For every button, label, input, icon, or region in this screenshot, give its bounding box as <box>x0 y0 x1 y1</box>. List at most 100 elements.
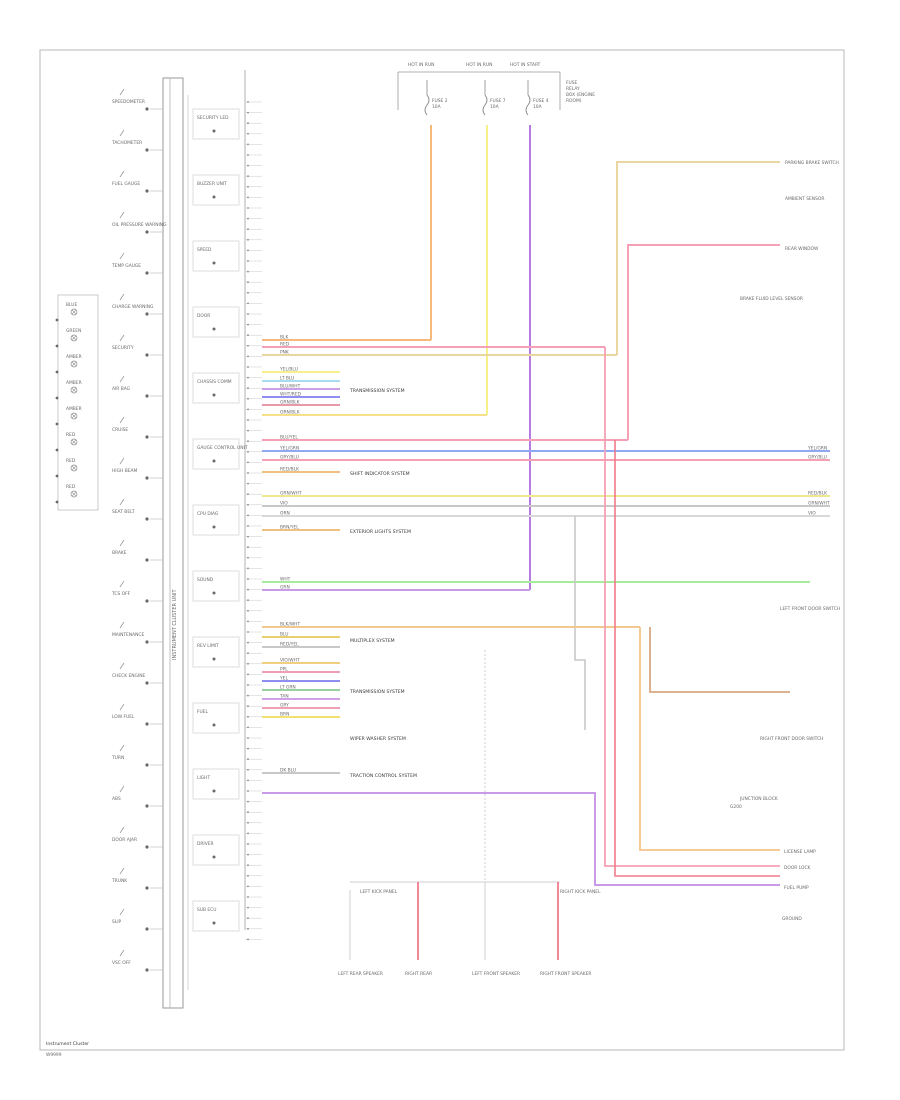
cluster-module: CPU DIAG <box>192 504 240 536</box>
wire-end-label: YEL/GRN <box>807 446 827 452</box>
wire-color-label: RED <box>280 342 290 348</box>
right-comp-1: PARKING BRAKE SWITCH <box>785 160 839 166</box>
svg-text:FUSE 7: FUSE 7 <box>490 98 506 104</box>
wire-color-label: BLK/WHT <box>280 622 300 628</box>
fuse-header-1: HOT IN RUN <box>408 62 434 68</box>
wire-color-label: YEL/BLU <box>279 367 298 373</box>
system-label-1: TRANSMISSION SYSTEM <box>349 388 405 394</box>
cluster-item-label: BRAKE <box>112 550 127 556</box>
cluster-item-label: SECURITY <box>112 345 134 351</box>
bulb-label: AMBER <box>66 406 82 412</box>
fuse-symbol-2: FUSE 7 10A <box>482 80 506 116</box>
wire-pink-right <box>604 347 780 867</box>
wire-orange-right <box>639 627 780 851</box>
cluster-module-label: CPU DIAG <box>197 511 219 517</box>
bulb-label: AMBER <box>66 354 82 360</box>
bulb: RED <box>55 484 78 504</box>
cluster-item: SEAT BELT <box>112 498 163 521</box>
wire-color-label: BRN/YEL <box>280 525 299 531</box>
cluster-left-items: SPEEDOMETER TACHOMETER FUEL GAUGE OIL PRESS… <box>111 88 167 972</box>
bulb: GREEN <box>55 328 81 348</box>
footer-code: W9999 <box>46 1052 62 1058</box>
right-comp-4: BRAKE FLUID LEVEL SENSOR <box>740 296 803 302</box>
wire-color-label: BRN <box>280 712 289 718</box>
cluster-item: MAINTENANCE <box>112 621 163 644</box>
wire-color-label: BLU/YEL <box>280 435 298 441</box>
fuse-symbol-3: FUSE 4 10A <box>525 80 549 116</box>
bulb-label: GREEN <box>66 328 81 334</box>
bulb-label: AMBER <box>66 380 82 386</box>
wire-pink-top-right <box>627 244 780 440</box>
cluster-module-label: SPEED <box>197 247 212 253</box>
cluster-item: HIGH BEAM <box>112 457 163 480</box>
wire-color-label: LT GRN <box>280 685 296 691</box>
bottom-comp-5: LEFT KICK PANEL <box>360 889 398 895</box>
fuse-block-line-2: RELAY <box>566 86 580 92</box>
cluster-item: DOOR AJAR <box>112 826 163 849</box>
system-labels: TRANSMISSION SYSTEM SHIFT INDICATOR SYST… <box>349 388 417 779</box>
wire-color-label: LT BLU <box>280 376 294 382</box>
cluster-item: FUEL GAUGE <box>112 170 163 193</box>
wire-color-label: RED/BLK <box>280 467 299 473</box>
wire-color-label: BLU <box>280 632 288 638</box>
cluster-item: AIR BAG <box>112 375 163 398</box>
bottom-comp-4: RIGHT FRONT SPEAKER <box>540 971 591 977</box>
cluster-item: CHARGE WARNING <box>112 293 163 316</box>
wire-color-label: ORN <box>280 511 290 517</box>
cluster-module-label: REV LIMIT <box>197 643 219 649</box>
wire-color-label: PPL <box>280 667 288 673</box>
cluster-item-label: DOOR AJAR <box>112 837 137 843</box>
system-label-6: WIPER WASHER SYSTEM <box>350 736 406 742</box>
bottom-comp-1: LEFT REAR SPEAKER <box>338 971 383 977</box>
cluster-item-label: AIR BAG <box>112 386 131 392</box>
cluster-item-label: FUEL GAUGE <box>112 181 140 187</box>
cluster-item: TACHOMETER <box>111 129 163 152</box>
cluster-item-label: TURN <box>111 755 124 761</box>
wire-color-label: YEL <box>279 676 288 682</box>
wire-color-label: VIO/WHT <box>280 658 300 664</box>
bulb: AMBER <box>55 406 82 426</box>
cluster-item-label: TRUNK <box>111 878 127 884</box>
cluster-item-label: ABS <box>112 796 121 802</box>
wire-color-label: DK BLU <box>280 768 296 774</box>
cluster-module: FUEL <box>192 702 240 734</box>
cluster-body <box>162 77 184 1009</box>
svg-text:10A: 10A <box>490 104 499 110</box>
fuse-block-line-4: ROOM) <box>566 98 582 104</box>
cluster-module-label: BUZZER UNIT <box>197 181 227 187</box>
cluster-module: BUZZER UNIT <box>192 174 240 206</box>
system-label-7: TRACTION CONTROL SYSTEM <box>349 773 417 779</box>
bulb-label: RED <box>66 432 76 438</box>
right-components: PARKING BRAKE SWITCH AMBIENT SENSOR REAR… <box>739 160 840 922</box>
cluster-item: VSC OFF <box>112 949 163 972</box>
bulb-label: RED <box>66 458 76 464</box>
svg-text:10A: 10A <box>432 104 441 110</box>
cluster-item: ABS <box>112 785 163 808</box>
right-comp-5: LEFT FRONT DOOR SWITCH <box>780 606 840 612</box>
cluster-item-label: LOW FUEL <box>112 714 135 720</box>
wire-grey-drop <box>574 516 586 730</box>
wire-red-right <box>614 440 780 877</box>
cluster-item: OIL PRESSURE WARNING <box>112 211 167 234</box>
right-comp-10: FUEL PUMP <box>784 885 809 891</box>
bulb: AMBER <box>55 380 82 400</box>
cluster-item: BRAKE <box>112 539 163 562</box>
cluster-item: TURN <box>111 744 163 767</box>
cluster-module-label: SOUND <box>197 577 214 583</box>
wire-color-label: BLK <box>280 335 288 341</box>
cluster-module-label: DRIVER <box>197 841 214 847</box>
bottom-comp-6: RIGHT KICK PANEL <box>560 889 601 895</box>
right-comp-6: RIGHT FRONT DOOR SWITCH <box>760 736 823 742</box>
cluster-item: SECURITY <box>112 334 163 357</box>
cluster-module-label: DOOR <box>197 313 210 319</box>
wire-end-label: VIO <box>808 511 816 517</box>
cluster-module: GAUGE CONTROL UNIT <box>192 438 248 470</box>
system-label-3: EXTERIOR LIGHTS SYSTEM <box>350 529 411 535</box>
cluster-item-label: TACHOMETER <box>111 140 142 146</box>
wire-color-label: VIO <box>280 501 288 507</box>
wire-color-label: ORN/BLK <box>280 410 300 416</box>
cluster-item: SPEEDOMETER <box>112 88 163 111</box>
